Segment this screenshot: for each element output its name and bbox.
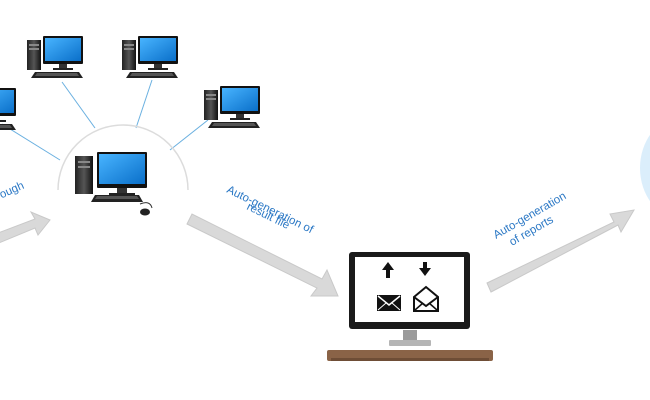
- connector-line: [61, 81, 96, 129]
- right-circle: [640, 134, 650, 202]
- upload-arrow-icon: [382, 262, 394, 278]
- connector-line: [1, 123, 61, 161]
- flow-arrow-to-right: [486, 209, 635, 293]
- closed-envelope-icon: [377, 295, 401, 311]
- reports-monitor: [327, 252, 493, 361]
- hub-arc: [57, 124, 189, 191]
- flow-arrow-left: [0, 210, 51, 244]
- open-envelope-icon: [413, 285, 439, 312]
- connector-line: [169, 119, 209, 151]
- download-arrow-icon: [419, 262, 431, 276]
- connector-line: [135, 79, 153, 129]
- flow-arrow-to-reports-server: [186, 213, 339, 297]
- desktop-computer-icon: [122, 36, 178, 78]
- label-left-fragment: rough: [0, 180, 26, 203]
- desktop-computer-icon: [204, 86, 260, 128]
- desktop-computer-icon: [27, 36, 83, 78]
- mouse-icon: [139, 202, 153, 216]
- central-computer-icon: [75, 152, 147, 202]
- connector-lines: [1, 79, 209, 161]
